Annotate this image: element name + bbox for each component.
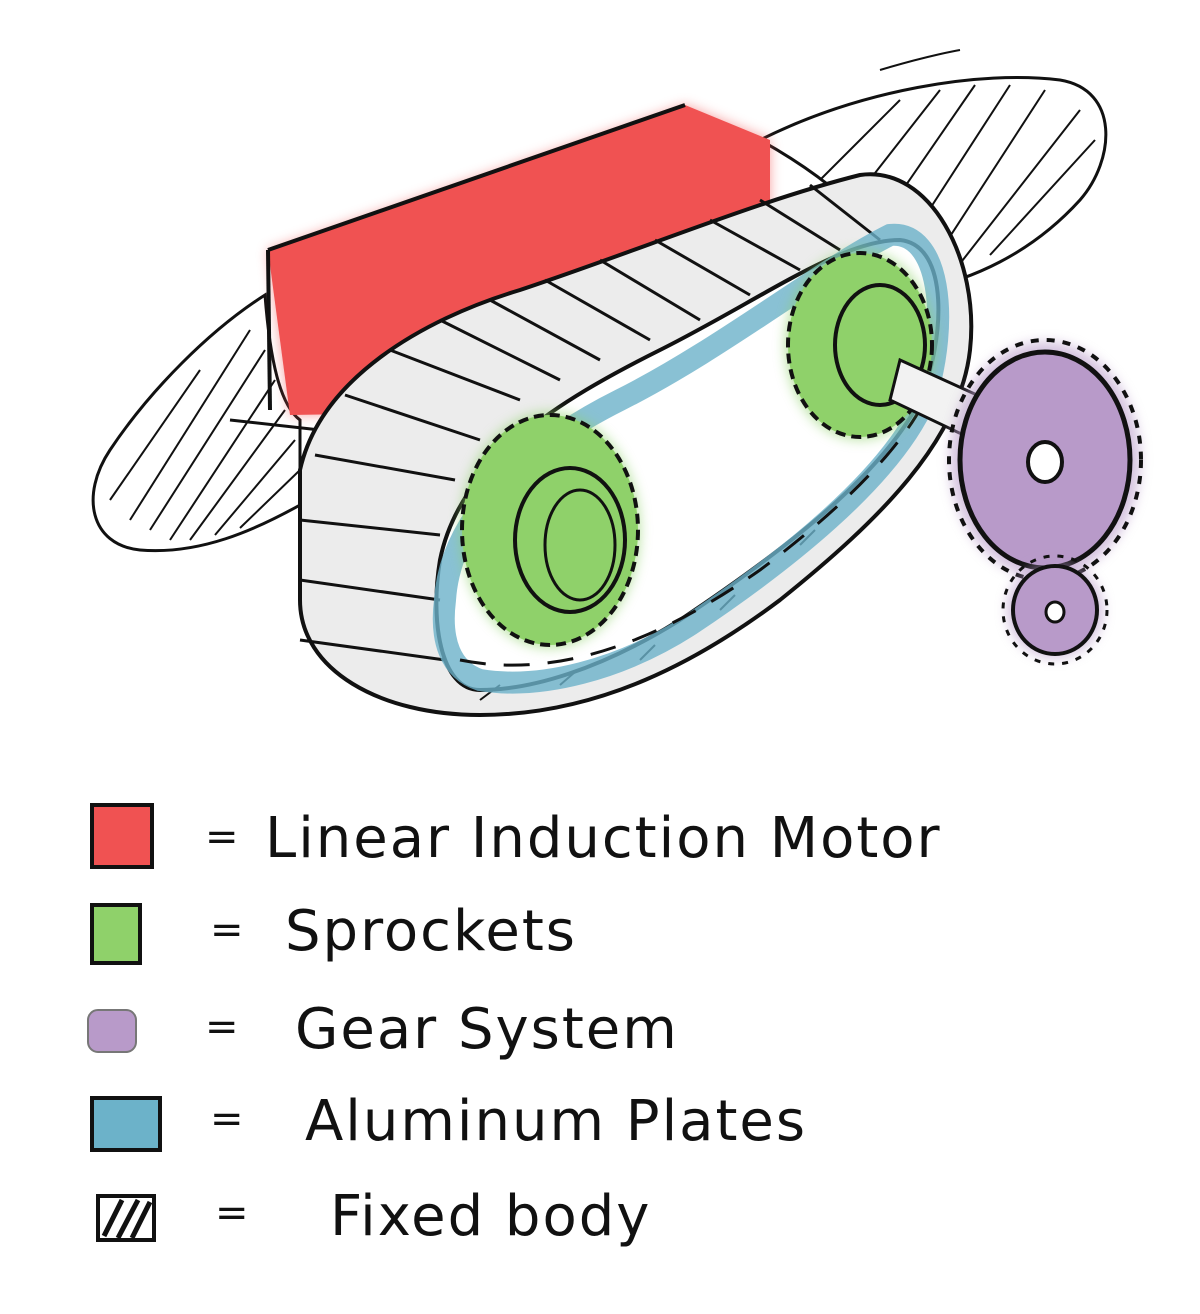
swatch-plates (90, 1096, 162, 1152)
legend: = Linear Induction Motor = Sprockets = G… (87, 803, 942, 1249)
legend-label-sprockets: Sprockets (285, 899, 577, 964)
legend-item-sprockets: = Sprockets (90, 899, 577, 965)
legend-label-plates: Aluminum Plates (305, 1089, 807, 1154)
swatch-motor (90, 803, 154, 869)
fixed-body-left-wing (91, 292, 321, 553)
legend-eq: = (210, 907, 244, 953)
gear-small (1001, 554, 1109, 666)
legend-label-fixed-body: Fixed body (330, 1184, 651, 1249)
legend-eq: = (215, 1190, 249, 1236)
legend-eq: = (205, 814, 239, 860)
gear-large (947, 338, 1143, 582)
swatch-gears (87, 1009, 137, 1053)
legend-label-motor: Linear Induction Motor (265, 806, 942, 871)
legend-item-fixed-body: = Fixed body (96, 1184, 651, 1249)
legend-eq: = (210, 1096, 244, 1142)
legend-item-gears: = Gear System (87, 997, 679, 1062)
swatch-sprockets (90, 903, 142, 965)
legend-item-motor: = Linear Induction Motor (90, 803, 942, 871)
sprocket-left (460, 412, 640, 648)
legend-item-plates: = Aluminum Plates (90, 1089, 807, 1154)
legend-label-gears: Gear System (295, 997, 679, 1062)
legend-eq: = (205, 1004, 239, 1050)
